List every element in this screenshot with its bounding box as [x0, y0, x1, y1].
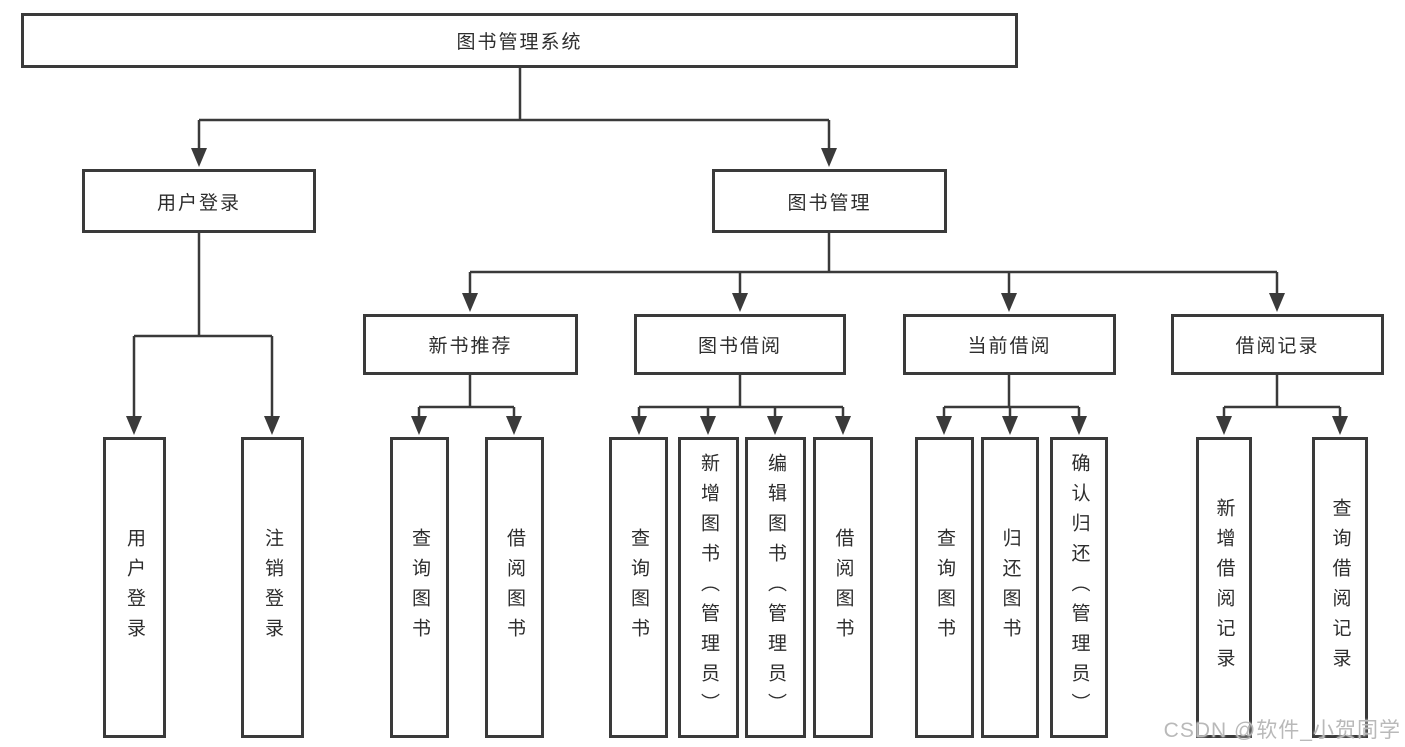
arrowhead — [462, 293, 478, 312]
leaf-currentborrow-query-books: 查询图书 — [915, 437, 974, 738]
arrowhead — [126, 416, 142, 435]
arrowhead — [1071, 416, 1087, 435]
arrowhead — [732, 293, 748, 312]
arrowhead — [1216, 416, 1232, 435]
leaf-currentborrow-confirm-return-admin: 确认归还（管理员） — [1050, 437, 1108, 738]
leaf-records-query-borrow-record: 查询借阅记录 — [1312, 437, 1368, 738]
leaf-bookborrow-add-books-admin: 新增图书（管理员） — [678, 437, 739, 738]
leaf-bookborrow-edit-books-admin: 编辑图书（管理员） — [745, 437, 806, 738]
leaf-user-login: 用户登录 — [103, 437, 166, 738]
leaf-newbooks-borrow-books: 借阅图书 — [485, 437, 544, 738]
arrowhead — [631, 416, 647, 435]
arrowhead — [191, 148, 207, 167]
leaf-logout: 注销登录 — [241, 437, 304, 738]
leaf-bookborrow-borrow-books: 借阅图书 — [813, 437, 873, 738]
leaf-newbooks-query-books: 查询图书 — [390, 437, 449, 738]
arrowhead — [936, 416, 952, 435]
arrowhead — [1269, 293, 1285, 312]
node-root-system: 图书管理系统 — [21, 13, 1018, 68]
arrowhead — [506, 416, 522, 435]
arrowhead — [767, 416, 783, 435]
leaf-currentborrow-return-books: 归还图书 — [981, 437, 1039, 738]
leaf-bookborrow-query-books: 查询图书 — [609, 437, 668, 738]
arrowhead — [1001, 293, 1017, 312]
arrowhead — [264, 416, 280, 435]
node-book-management: 图书管理 — [712, 169, 947, 233]
arrowhead — [821, 148, 837, 167]
arrowhead — [1332, 416, 1348, 435]
arrowhead — [700, 416, 716, 435]
arrowhead — [1002, 416, 1018, 435]
node-new-book-recommend: 新书推荐 — [363, 314, 578, 375]
node-book-borrow: 图书借阅 — [634, 314, 846, 375]
leaf-records-add-borrow-record: 新增借阅记录 — [1196, 437, 1252, 738]
node-current-borrow: 当前借阅 — [903, 314, 1116, 375]
arrowhead — [835, 416, 851, 435]
node-borrow-records: 借阅记录 — [1171, 314, 1384, 375]
arrowhead — [411, 416, 427, 435]
node-user-login: 用户登录 — [82, 169, 316, 233]
